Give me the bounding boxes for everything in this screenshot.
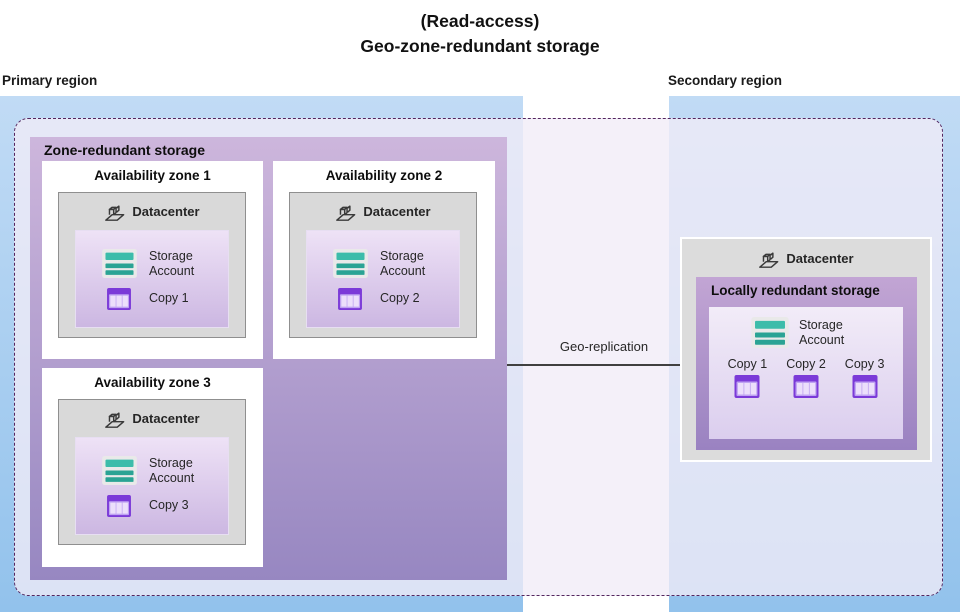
storage-account-icon [751,317,789,348]
zone-title: Availability zone 2 [325,168,443,183]
table-copy-icon [793,375,819,398]
lrs-storage-group: Storage Account Copy 1 Copy 2 Copy 3 [709,307,903,439]
availability-zone-1: Availability zone 1 Datacenter Storage A… [42,161,263,359]
zone-title: Availability zone 3 [94,375,211,390]
copy-item: Copy 2 [786,357,826,398]
storage-account-label: Storage Account [799,317,845,347]
datacenter-header: Datacenter [290,193,476,230]
secondary-datacenter-box: Datacenter Locally redundant storage Sto… [680,237,932,462]
primary-region-label: Primary region [2,73,98,88]
copy-label: Copy 1 [727,357,768,371]
storage-account-icon [98,249,140,278]
table-copy-icon [734,375,760,398]
storage-account-icon [329,249,371,278]
secondary-region-label: Secondary region [668,73,783,88]
storage-account-row: Storage Account [98,249,228,279]
title-line-1: (Read-access) [420,11,540,31]
copy-label: Copy 3 [149,498,189,512]
datacenter-icon [335,201,356,222]
availability-zone-3: Availability zone 3 Datacenter Storage A… [42,368,263,567]
storage-account-icon [98,456,140,485]
geo-replication-label: Geo-replication [559,339,649,354]
datacenter-box: Datacenter Storage Account Copy 2 [289,192,477,338]
storage-account-row: Storage Account [98,456,228,486]
copy-item: Copy 1 [727,357,768,398]
title-line-2: Geo-zone-redundant storage [360,36,600,56]
copy-row: Copy 2 [329,287,459,310]
table-copy-icon [98,287,140,310]
copy-label: Copy 1 [149,291,189,305]
lrs-title: Locally redundant storage [711,283,880,298]
datacenter-box: Datacenter Storage Account Copy 1 [58,192,246,338]
geo-replication-arrow [507,364,699,366]
datacenter-label: Datacenter [132,411,200,426]
zrs-title: Zone-redundant storage [44,142,206,158]
datacenter-icon [104,408,125,429]
availability-zone-2: Availability zone 2 Datacenter Storage A… [273,161,495,359]
locally-redundant-storage-box: Locally redundant storage Storage Accoun… [696,277,917,450]
copy-label: Copy 2 [380,291,420,305]
storage-account-row: Storage Account [709,317,903,348]
zone-redundant-storage-box: Zone-redundant storage Availability zone… [30,137,507,580]
datacenter-icon [104,201,125,222]
storage-account-label: Storage Account [149,248,195,278]
storage-account-row: Storage Account [329,249,459,279]
datacenter-label: Datacenter [132,204,200,219]
datacenter-icon [758,248,779,269]
copy-row: Copy 3 [98,494,228,517]
datacenter-header: Datacenter [59,400,245,437]
storage-account-label: Storage Account [149,455,195,485]
storage-account-label: Storage Account [380,248,426,278]
diagram-title: (Read-access) Geo-zone-redundant storage [0,9,960,59]
storage-group: Storage Account Copy 3 [75,437,229,535]
zone-title: Availability zone 1 [94,168,211,183]
datacenter-label: Datacenter [363,204,431,219]
storage-group: Storage Account Copy 1 [75,230,229,328]
datacenter-box: Datacenter Storage Account Copy 3 [58,399,246,545]
copy-item: Copy 3 [844,357,885,398]
table-copy-icon [98,494,140,517]
copy-row: Copy 1 [98,287,228,310]
copy-label: Copy 2 [786,357,826,371]
table-copy-icon [329,287,371,310]
table-copy-icon [852,375,878,398]
copies-row: Copy 1 Copy 2 Copy 3 [709,357,903,398]
copy-label: Copy 3 [844,357,885,371]
datacenter-label: Datacenter [786,250,854,266]
datacenter-header: Datacenter [682,239,930,277]
datacenter-header: Datacenter [59,193,245,230]
storage-group: Storage Account Copy 2 [306,230,460,328]
